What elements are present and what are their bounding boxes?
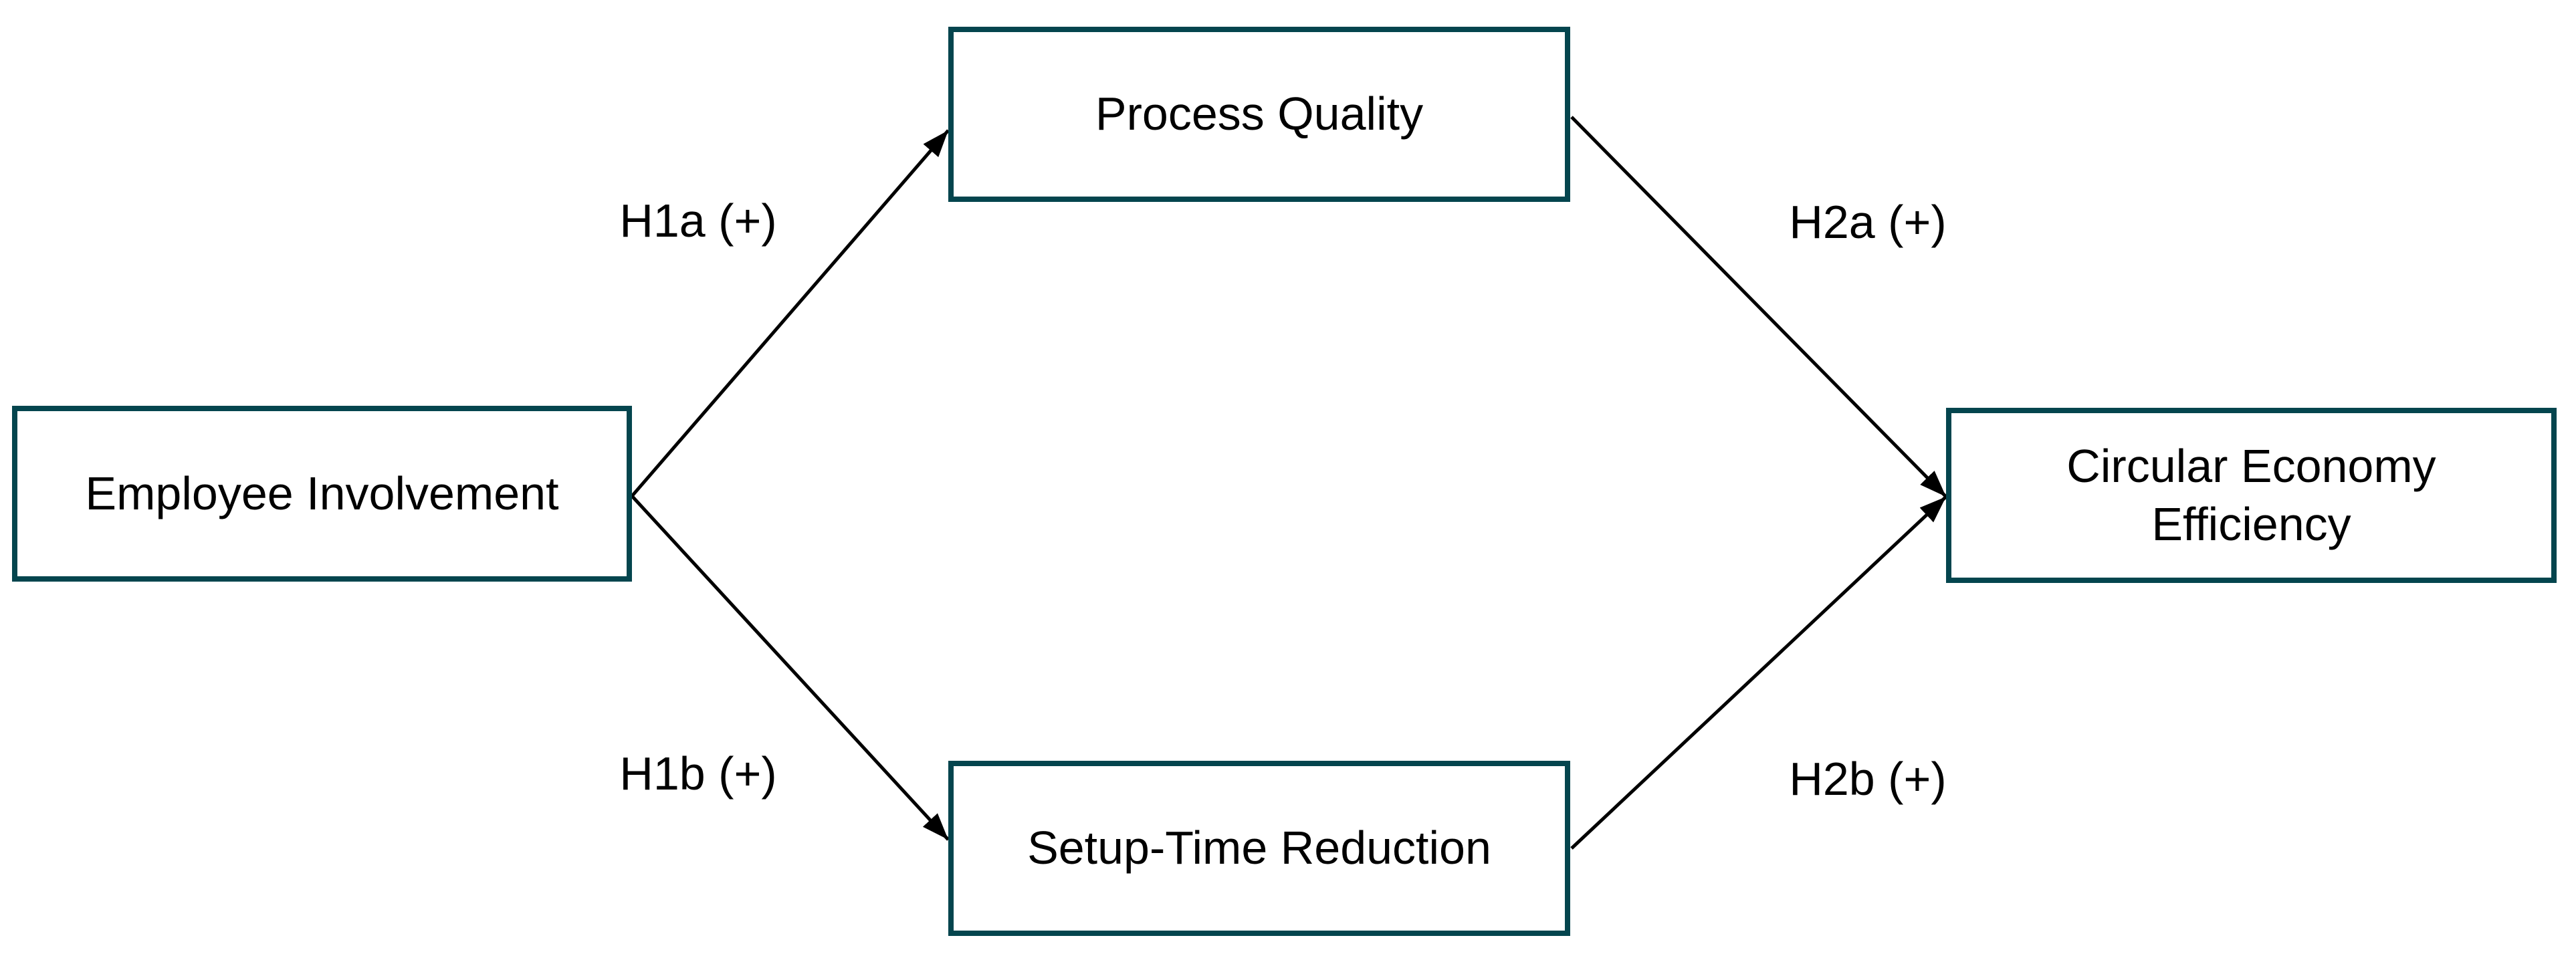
arrow-h2b-setup-to-circular [1570, 495, 1947, 850]
edge-label-h2a: H2a (+) [1789, 196, 1947, 248]
arrow-h2a-process-to-circular [1570, 116, 1947, 498]
node-setup-time-reduction-label: Setup-Time Reduction [1027, 822, 1491, 874]
node-employee-involvement: Employee Involvement [12, 406, 632, 582]
node-circular-economy-efficiency-label: Circular Economy Efficiency [2066, 439, 2436, 551]
node-employee-involvement-label: Employee Involvement [85, 467, 559, 519]
arrow-h1a-employee-to-process [631, 129, 950, 497]
edge-label-h1b: H1b (+) [619, 747, 777, 800]
edge-label-h1a: H1a (+) [619, 195, 777, 247]
node-process-quality-label: Process Quality [1095, 88, 1424, 140]
node-process-quality: Process Quality [948, 27, 1570, 202]
edge-label-h2b: H2b (+) [1789, 753, 1947, 805]
arrow-h1b-employee-to-setup [631, 495, 950, 841]
node-setup-time-reduction: Setup-Time Reduction [948, 761, 1570, 936]
node-circular-economy-efficiency: Circular Economy Efficiency [1946, 408, 2557, 583]
